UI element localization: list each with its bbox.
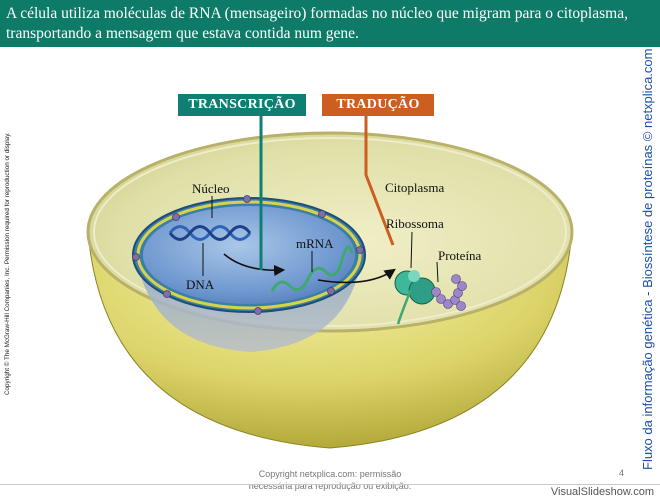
transcription-label: TRANSCRIÇÃO xyxy=(178,94,306,116)
watermark: VisualSlideshow.com xyxy=(550,486,654,498)
footer-copyright-line2: necessária para reprodução ou exibição. xyxy=(248,481,412,491)
ribosome-label: Ribossoma xyxy=(386,216,444,231)
dna-label: DNA xyxy=(186,277,215,292)
nuclear-pores xyxy=(132,195,364,315)
translation-line xyxy=(364,116,395,246)
translation-arrow xyxy=(317,268,396,284)
protein-label: Proteína xyxy=(438,248,482,263)
cytoplasm-label: Citoplasma xyxy=(385,180,445,195)
ribosome-mrna xyxy=(396,289,412,325)
nucleus-label: Núcleo xyxy=(192,181,230,196)
nucleoplasm xyxy=(143,206,355,304)
protein-chain xyxy=(431,274,467,311)
page-number: 4 xyxy=(619,468,625,478)
footer-divider xyxy=(0,484,660,485)
transcription-arrow xyxy=(223,253,286,277)
footer-copyright-line1: Copyright netxplica.com: permissão xyxy=(258,469,402,479)
header-text: A célula utiliza moléculas de RNA (mensa… xyxy=(6,5,628,42)
mrna-label: mRNA xyxy=(296,236,334,251)
mrna-strand xyxy=(270,245,354,292)
header-bar: A célula utiliza moléculas de RNA (mensa… xyxy=(0,0,660,47)
translation-label: TRADUÇÃO xyxy=(322,94,434,116)
footer-copyright: Copyright netxplica.com: permissão neces… xyxy=(220,468,440,492)
ribosome xyxy=(394,270,436,305)
dna-helix xyxy=(168,225,252,241)
